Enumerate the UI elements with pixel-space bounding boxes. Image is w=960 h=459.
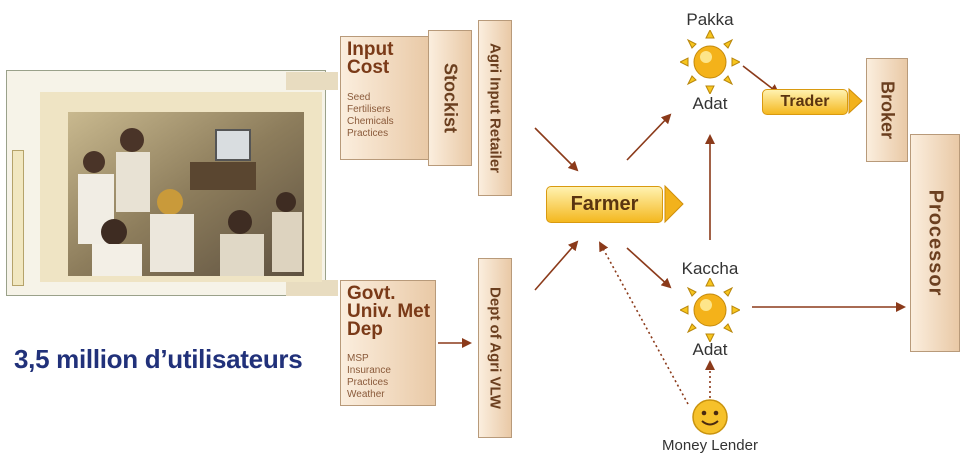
- trader-node: Trader: [762, 89, 848, 115]
- farmer-label: Farmer: [570, 193, 639, 215]
- sun-icon: [680, 278, 740, 342]
- trader-pointer: [848, 87, 863, 115]
- processor-box: Processor: [910, 134, 960, 352]
- agri-input-retailer-label: Agri Input Retailer: [486, 42, 504, 174]
- pakka-adat-label: Adat: [692, 94, 728, 113]
- agri-input-retailer-box: Agri Input Retailer: [478, 20, 512, 196]
- input-cost-title: Input Cost: [347, 39, 394, 78]
- smiley-icon: [692, 399, 728, 435]
- trader-label: Trader: [780, 93, 830, 110]
- broker-label: Broker: [877, 80, 898, 140]
- input-cost-item: Seed: [347, 92, 371, 103]
- photo-frame-corner: [286, 72, 338, 90]
- arrow-farmer-pakka: [626, 113, 672, 161]
- arrow-vlw-farmer: [534, 240, 579, 291]
- input-cost-box: Input Cost Seed Fertilisers Chemicals Pr…: [340, 36, 430, 160]
- govt-item: Insurance: [347, 365, 391, 376]
- broker-box: Broker: [866, 58, 908, 162]
- stockist-label: Stockist: [440, 62, 461, 134]
- caption: 3,5 million d’utilisateurs: [14, 344, 303, 374]
- input-cost-item: Chemicals: [347, 116, 394, 127]
- arrow-retailer-farmer: [534, 127, 579, 172]
- farmer-pointer: [664, 184, 684, 224]
- stockist-box: Stockist: [428, 30, 472, 166]
- input-cost-item: Fertilisers: [347, 104, 391, 115]
- govt-item: MSP: [347, 353, 369, 364]
- govt-item: Weather: [347, 389, 385, 400]
- dept-agri-vlw-label: Dept of Agri VLW: [486, 287, 504, 409]
- govt-title: Govt. Univ. Met Dep: [347, 283, 431, 340]
- govt-box: Govt. Univ. Met Dep MSP Insurance Practi…: [340, 280, 436, 406]
- dept-agri-vlw-box: Dept of Agri VLW: [478, 258, 512, 438]
- govt-item: Practices: [347, 377, 389, 388]
- money-lender-label: Money Lender: [662, 437, 758, 454]
- photo-frame-corner-bottom: [286, 280, 338, 296]
- kaccha-label: Kaccha: [681, 259, 739, 278]
- pakka-label: Pakka: [686, 10, 734, 29]
- arrow-farmer-kaccha: [626, 247, 672, 289]
- arrow-pakka-trader: [742, 65, 780, 95]
- farmer-node: Farmer: [546, 186, 663, 223]
- input-cost-item: Practices: [347, 128, 389, 139]
- kaccha-adat-label: Adat: [692, 340, 728, 359]
- photo-frame-side: [12, 150, 24, 286]
- processor-label: Processor: [924, 189, 947, 297]
- arrow-moneylender-farmer: [599, 241, 689, 405]
- photo-farmers-computer: [40, 92, 322, 282]
- sun-icon: [680, 30, 740, 94]
